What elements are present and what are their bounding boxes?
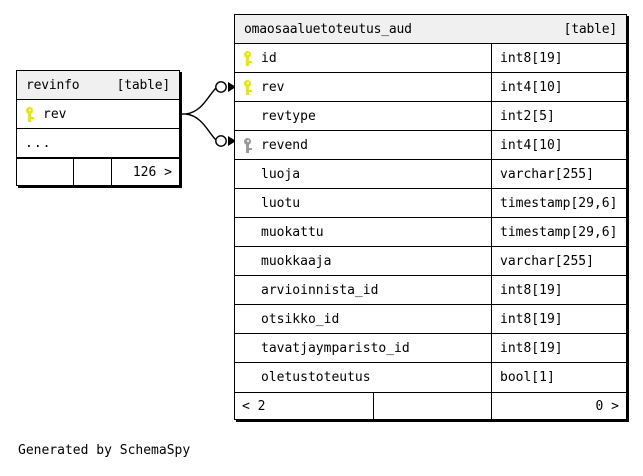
entity-main-header: omaosaaluetoteutus_aud [table] [235,15,626,44]
column-type-luotu: timestamp[29,6] [491,189,626,217]
table-row[interactable]: oletustoteutus bool[1] [235,363,626,392]
column-name-luotu: luotu [261,195,301,211]
table-row[interactable]: revtype int2[5] [235,102,626,131]
table-row[interactable]: otsikko_id int8[19] [235,305,626,334]
footer-child-count-main[interactable]: 0 > [491,393,626,419]
foreign-key-icon [243,137,261,153]
column-cell-oletustoteutus: oletustoteutus [235,363,491,392]
entity-revinfo-tag: [table] [116,77,171,93]
arrowhead-rev [228,82,236,92]
footer-middle-revinfo [73,159,111,185]
arrowhead-revend [228,136,236,146]
table-row[interactable]: revend int4[10] [235,131,626,160]
footer-parent-count-main[interactable]: < 2 [242,398,266,414]
column-cell-luoja: luoja [235,160,491,188]
column-name-arvioinnista_id: arvioinnista_id [261,282,379,298]
table-row[interactable]: arvioinnista_id int8[19] [235,276,626,305]
column-cell-muokattu: muokattu [235,218,491,246]
entity-revinfo[interactable]: revinfo [table] rev ... 126 > [16,70,180,186]
column-cell-arvioinnista_id: arvioinnista_id [235,276,491,304]
column-type-muokattu: timestamp[29,6] [491,218,626,246]
column-type-arvioinnista_id: int8[19] [491,276,626,304]
entity-main-tag: [table] [563,21,618,37]
table-row[interactable]: luoja varchar[255] [235,160,626,189]
column-type-oletustoteutus: bool[1] [491,363,626,392]
column-name-otsikko_id: otsikko_id [261,311,340,327]
column-type-tavatjaymparisto_id: int8[19] [491,334,626,362]
column-type-id: int8[19] [491,44,626,72]
table-row[interactable]: muokattu timestamp[29,6] [235,218,626,247]
primary-key-icon [243,79,261,95]
column-type-muokkaaja: varchar[255] [491,247,626,275]
entity-main-title: omaosaaluetoteutus_aud [244,21,412,37]
table-row-more[interactable]: ... [17,129,179,158]
footer-child-count-revinfo[interactable]: 126 > [111,159,179,185]
column-cell-rev: rev [17,100,179,128]
column-cell-rev: rev [235,73,491,101]
column-name-revtype: revtype [261,108,316,124]
column-type-otsikko_id: int8[19] [491,305,626,333]
column-type-revend: int4[10] [491,131,626,159]
column-cell-luotu: luotu [235,189,491,217]
column-type-luoja: varchar[255] [491,160,626,188]
column-name-luoja: luoja [261,166,301,182]
entity-omaosaaluetoteutus-aud[interactable]: omaosaaluetoteutus_aud [table] id int8[19… [234,14,627,420]
cardinality-circle-rev [215,81,227,93]
primary-key-icon [243,50,261,66]
column-cell-revtype: revtype [235,102,491,130]
column-type-rev: int4[10] [491,73,626,101]
column-type-revtype: int2[5] [491,102,626,130]
column-name-muokattu: muokattu [261,224,324,240]
column-name-muokkaaja: muokkaaja [261,253,332,269]
entity-revinfo-footer: 126 > [17,158,179,185]
column-cell-id: id [235,44,491,72]
column-name-id: id [261,50,277,66]
more-columns-indicator: ... [25,135,52,151]
diagram-caption: Generated by SchemaSpy [18,443,191,458]
column-name-revend: revend [261,137,308,153]
column-name-rev: rev [261,79,285,95]
relationship-connector [176,81,236,147]
table-row[interactable]: muokkaaja varchar[255] [235,247,626,276]
entity-revinfo-title: revinfo [26,77,80,93]
column-name-rev: rev [43,106,67,122]
table-row[interactable]: luotu timestamp[29,6] [235,189,626,218]
primary-key-icon [25,106,43,122]
column-cell-otsikko_id: otsikko_id [235,305,491,333]
table-row[interactable]: id int8[19] [235,44,626,73]
column-name-oletustoteutus: oletustoteutus [261,370,371,385]
cardinality-circle-revend [215,135,227,147]
column-cell-revend: revend [235,131,491,159]
table-row[interactable]: rev int4[10] [235,73,626,102]
column-cell-tavatjaymparisto_id: tavatjaymparisto_id [235,334,491,362]
column-cell-muokkaaja: muokkaaja [235,247,491,275]
footer-parent-count-revinfo[interactable] [17,159,73,185]
footer-middle-main [373,393,491,419]
table-row[interactable]: rev [17,100,179,129]
table-row[interactable]: tavatjaymparisto_id int8[19] [235,334,626,363]
column-name-tavatjaymparisto_id: tavatjaymparisto_id [261,340,410,356]
entity-revinfo-header: revinfo [table] [17,71,179,100]
entity-main-footer: < 2 0 > [235,392,626,419]
